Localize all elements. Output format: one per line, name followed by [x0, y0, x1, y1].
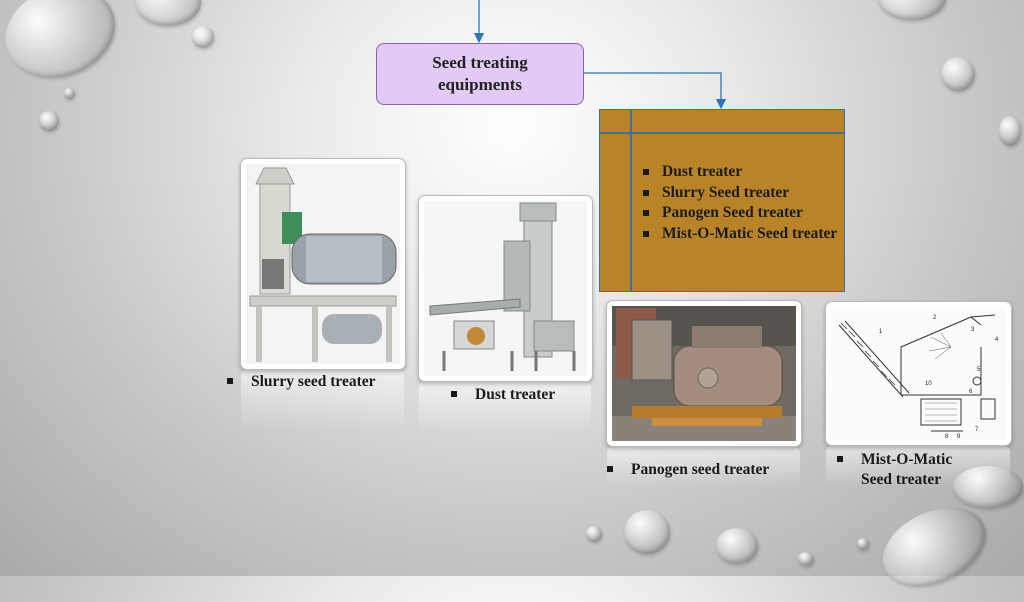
- water-drop-icon: [64, 88, 75, 99]
- slurry-caption: Slurry seed treater: [227, 372, 376, 392]
- water-drop-icon: [192, 26, 214, 48]
- slurry-treater-image: [240, 158, 406, 370]
- diagram-label: 8: [945, 434, 949, 440]
- diagram-label: 5: [977, 367, 981, 373]
- panogen-treater-image: [606, 300, 802, 447]
- list-item: Slurry Seed treater: [640, 183, 840, 204]
- water-drop-icon: [39, 111, 59, 131]
- diagram-label: 3: [971, 327, 975, 333]
- mist-o-matic-diagram-image: 1 2 3 4 5 6 7 8 9 10: [825, 301, 1012, 446]
- water-drop-icon: [716, 528, 758, 564]
- title-line-2: equipments: [437, 75, 523, 94]
- water-drop-icon: [941, 57, 975, 91]
- water-drop-icon: [857, 538, 869, 550]
- arrow-down-icon: [582, 72, 727, 110]
- connector-arrows: [473, 0, 727, 110]
- diagram-label: 1: [879, 329, 883, 335]
- bullet-square-icon: [451, 391, 457, 397]
- diagram-label: 6: [969, 389, 973, 395]
- bullet-square-icon: [227, 378, 233, 384]
- water-drop-icon: [798, 552, 814, 566]
- list-item: Panogen Seed treater: [640, 203, 840, 224]
- diagram-label: 2: [933, 315, 937, 321]
- equipment-list: Dust treater Slurry Seed treater Panogen…: [640, 162, 840, 244]
- title-line-1: Seed treating: [432, 53, 528, 72]
- diagram-label: 7: [975, 427, 979, 433]
- water-drop-icon: [624, 510, 670, 554]
- water-drop-icon: [878, 0, 946, 20]
- title-box: Seed treating equipments: [376, 43, 584, 105]
- bullet-square-icon: [607, 466, 613, 472]
- list-item: Mist-O-Matic Seed treater: [640, 224, 840, 245]
- diagram-label: 9: [957, 434, 961, 440]
- water-drop-icon: [586, 526, 602, 542]
- mist-o-matic-caption: Mist-O-Matic Seed treater: [837, 450, 952, 490]
- list-item: Dust treater: [640, 162, 840, 183]
- dust-caption: Dust treater: [451, 385, 555, 405]
- diagram-label: 4: [995, 337, 999, 343]
- diagram-label: 10: [925, 381, 932, 387]
- panogen-caption: Panogen seed treater: [607, 460, 769, 480]
- bullet-square-icon: [837, 456, 843, 462]
- equipment-list-box: Dust treater Slurry Seed treater Panogen…: [599, 109, 845, 292]
- water-drop-icon: [999, 116, 1021, 146]
- dust-treater-image: [418, 195, 593, 382]
